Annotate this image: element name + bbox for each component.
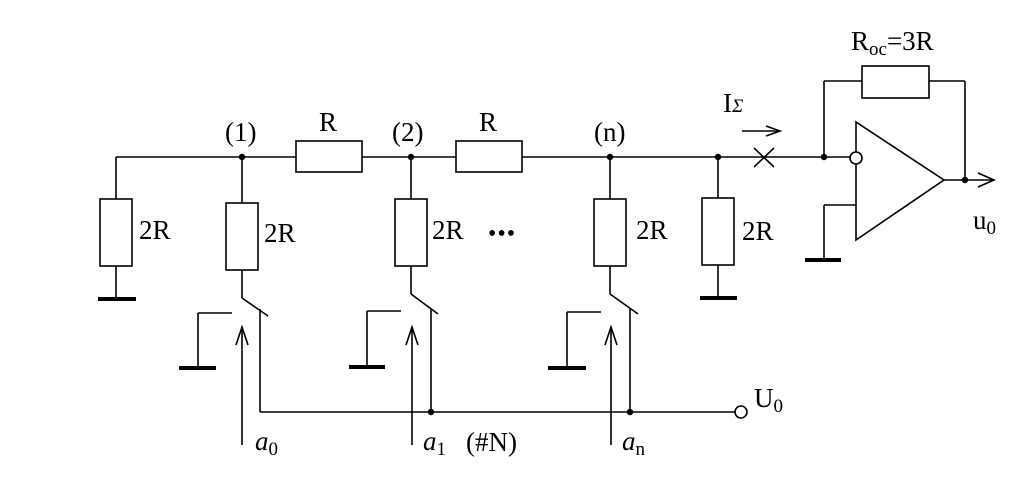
feedback-resistor-label: Roc=3R: [851, 26, 934, 60]
shunt-label-n: 2R: [636, 215, 668, 245]
branch-n: [548, 157, 639, 445]
output-arrow: [977, 172, 996, 188]
shunt-resistor-n: [593, 198, 627, 267]
shunt-resistor-2: [394, 198, 428, 267]
node-label-1: (1): [225, 117, 256, 147]
digital-code-label: (#N): [466, 427, 517, 457]
reference-voltage-label: U0: [754, 383, 783, 417]
series-resistor-1: [295, 140, 363, 173]
feedback-path: [823, 65, 966, 180]
right-termination-branch: [700, 157, 737, 300]
series-resistor-label-1: R: [319, 107, 337, 137]
node-label-2: (2): [392, 117, 423, 147]
switch-blade-n: [609, 293, 639, 315]
switch-blade-2: [410, 293, 439, 315]
inverting-input-bubble: [849, 151, 863, 165]
reference-terminal: [734, 405, 748, 419]
current-marker: [742, 125, 783, 168]
bit-label-n: an: [622, 426, 646, 460]
sum-current-label: IΣ: [723, 88, 743, 118]
left-termination-branch: [98, 157, 136, 301]
feedback-resistor: [861, 65, 930, 99]
bit-label-1: a1: [423, 426, 446, 460]
shunt-resistor-1: [225, 202, 259, 271]
branch-1: [179, 157, 269, 445]
op-amp: [805, 120, 996, 262]
bit-label-0: a0: [255, 426, 278, 460]
node-label-n: (n): [594, 117, 625, 147]
series-resistor-label-2: R: [479, 107, 497, 137]
series-resistor-2: [455, 140, 523, 173]
switch-blade-1: [241, 297, 269, 317]
branch-2: [349, 157, 439, 445]
output-voltage-label: u0: [973, 205, 996, 239]
shunt-label-1: 2R: [264, 218, 296, 248]
shunt-label-2: 2R: [432, 215, 464, 245]
ellipsis: •••: [488, 221, 516, 247]
right-termination-label: 2R: [742, 216, 774, 246]
reference-bus: [260, 405, 748, 419]
left-termination-label: 2R: [139, 215, 171, 245]
